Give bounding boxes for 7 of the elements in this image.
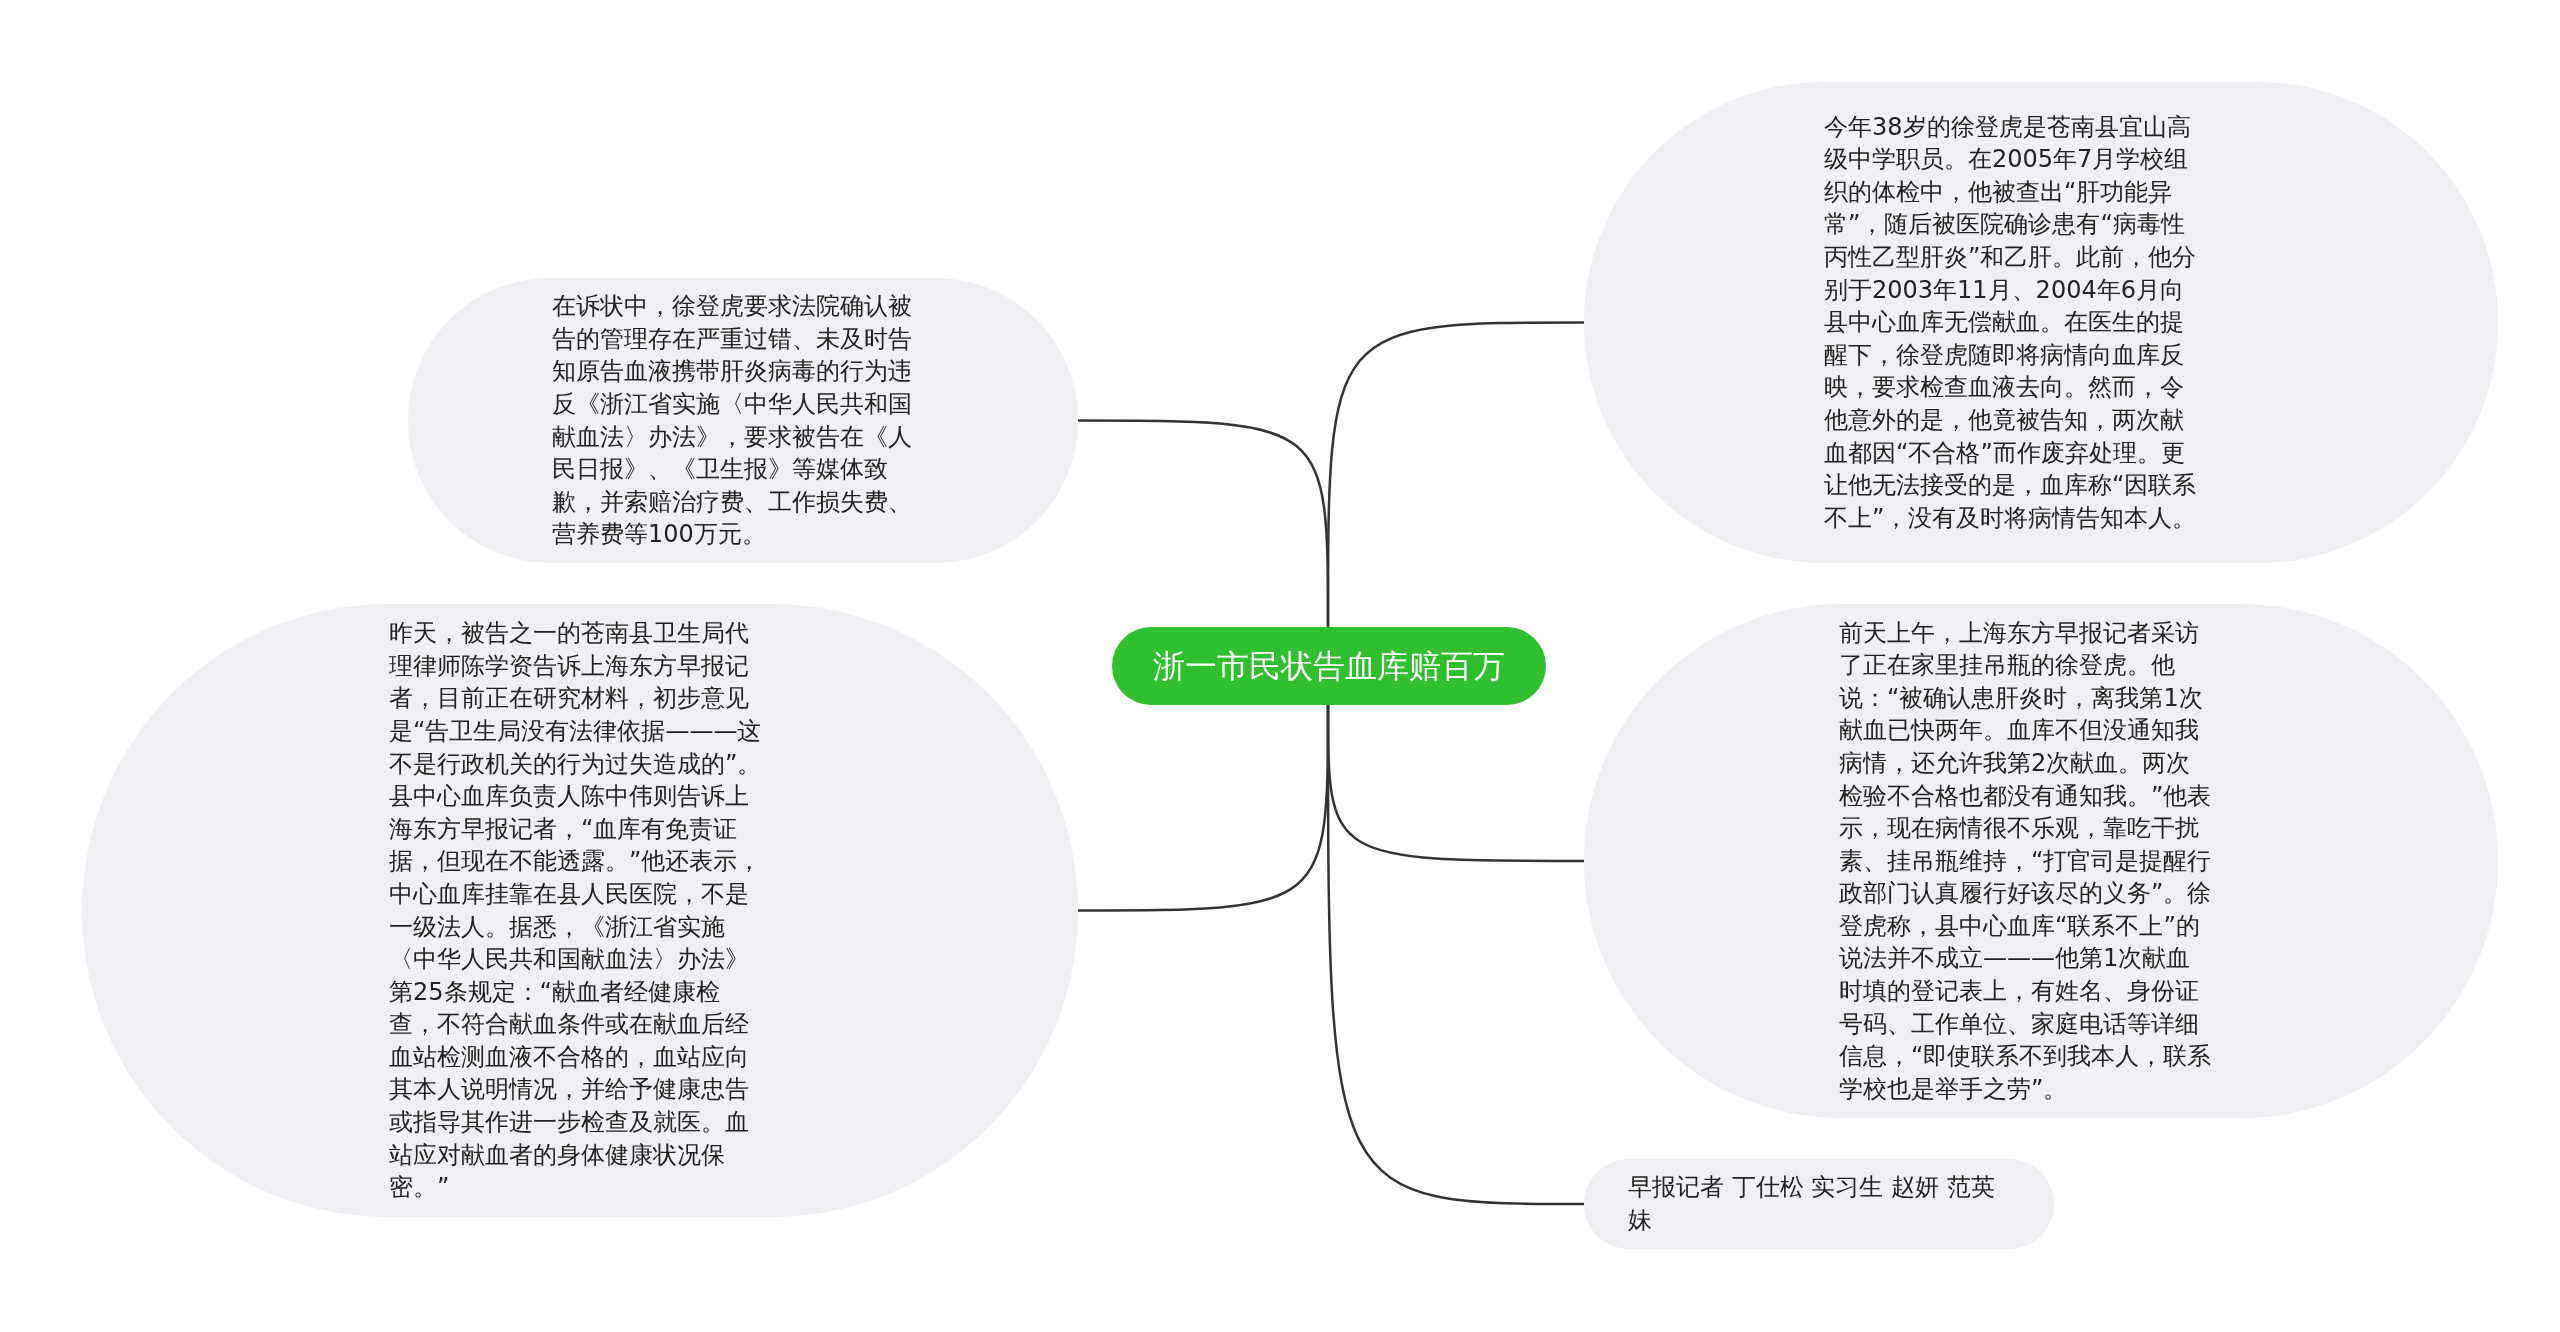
topic-bubble: 在诉状中，徐登虎要求法院确认被告的管理存在严重过错、未及时告知原告血液携带肝炎病毒的行为违反《浙江省实施〈中华人民共和国献血法〉办法》，要求被告在《人民日报》、《卫生报》等媒体致歉，并索赔治疗费、工作损失费、营养费等100万元。 <box>408 278 1078 563</box>
topic-bubble: 早报记者 丁仕松 实习生 赵妍 范英妹 <box>1584 1159 2054 1249</box>
topic-bubble: 昨天，被告之一的苍南县卫生局代理律师陈学资告诉上海东方早报记者，目前正在研究材料，初步意见是“告卫生局没有法律依据———这不是行政机关的行为过失造成的”。县中心血库负责人陈中伟则告诉上海东方早报记者，“血库有免责证据，但现在不能透露。”他还表示，中心血库挂靠在县人民医院，不是一级法人。据悉，《浙江省实施〈中华人民共和国献血法〉办法》第25条规定：“献血者经健康检查，不符合献血条件或在献血后经血站检测血液不合格的，血站应向其本人说明情况，并给予健康忠告或指导其作进一步检查及就医。血站应对献血者的身体健康状况保密。” <box>82 604 1078 1217</box>
topic-bubble: 前天上午，上海东方早报记者采访了正在家里挂吊瓶的徐登虎。他说：“被确认患肝炎时，离我第1次献血已快两年。血库不但没通知我病情，还允许我第2次献血。两次检验不合格也都没有通知我。”他表示，现在病情很不乐观，靠吃干扰素、挂吊瓶维持，“打官司是提醒行政部门认真履行好该尽的义务”。徐登虎称，县中心血库“联系不上”的说法并不成立———他第1次献血时填的登记表上，有姓名、身份证号码、工作单位、家庭电话等详细信息，“即使联系不到我本人，联系学校也是举手之劳”。 <box>1584 604 2498 1118</box>
central-topic: 浙一市民状告血库赔百万 <box>1112 627 1546 705</box>
topic-bubble: 今年38岁的徐登虎是苍南县宜山高级中学职员。在2005年7月学校组织的体检中，他被查出“肝功能异常”，随后被医院确诊患有“病毒性丙性乙型肝炎”和乙肝。此前，他分别于2003年11月、2004年6月向县中心血库无偿献血。在医生的提醒下，徐登虎随即将病情向血库反映，要求检查血液去向。然而，令他意外的是，他竟被告知，两次献血都因“不合格”而作废弃处理。更让他无法接受的是，血库称“因联系不上”，没有及时将病情告知本人。 <box>1584 82 2498 563</box>
connector-line <box>1326 321 1584 627</box>
